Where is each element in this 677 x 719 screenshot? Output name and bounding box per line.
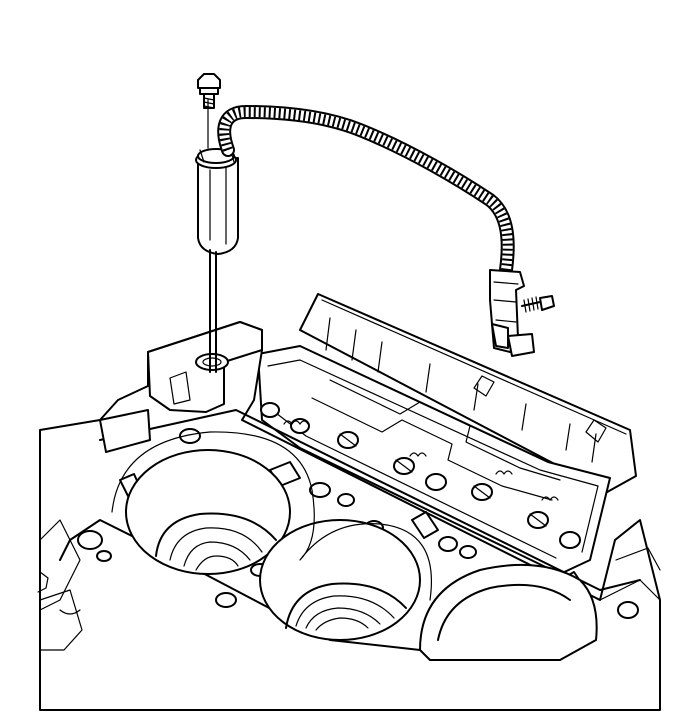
wiring-harness	[217, 104, 515, 291]
cylinder-bore	[419, 563, 598, 661]
oil-dipstick-tube	[195, 99, 239, 373]
cylinder-bore	[259, 519, 421, 641]
cylinder-bore	[125, 449, 291, 575]
cylinder-bores	[111, 431, 598, 661]
harness-connector	[489, 269, 535, 357]
valley-cover	[257, 293, 637, 575]
lifter-bosses	[260, 402, 581, 549]
tube-bolt	[197, 73, 221, 109]
harness-bolt	[521, 295, 555, 313]
